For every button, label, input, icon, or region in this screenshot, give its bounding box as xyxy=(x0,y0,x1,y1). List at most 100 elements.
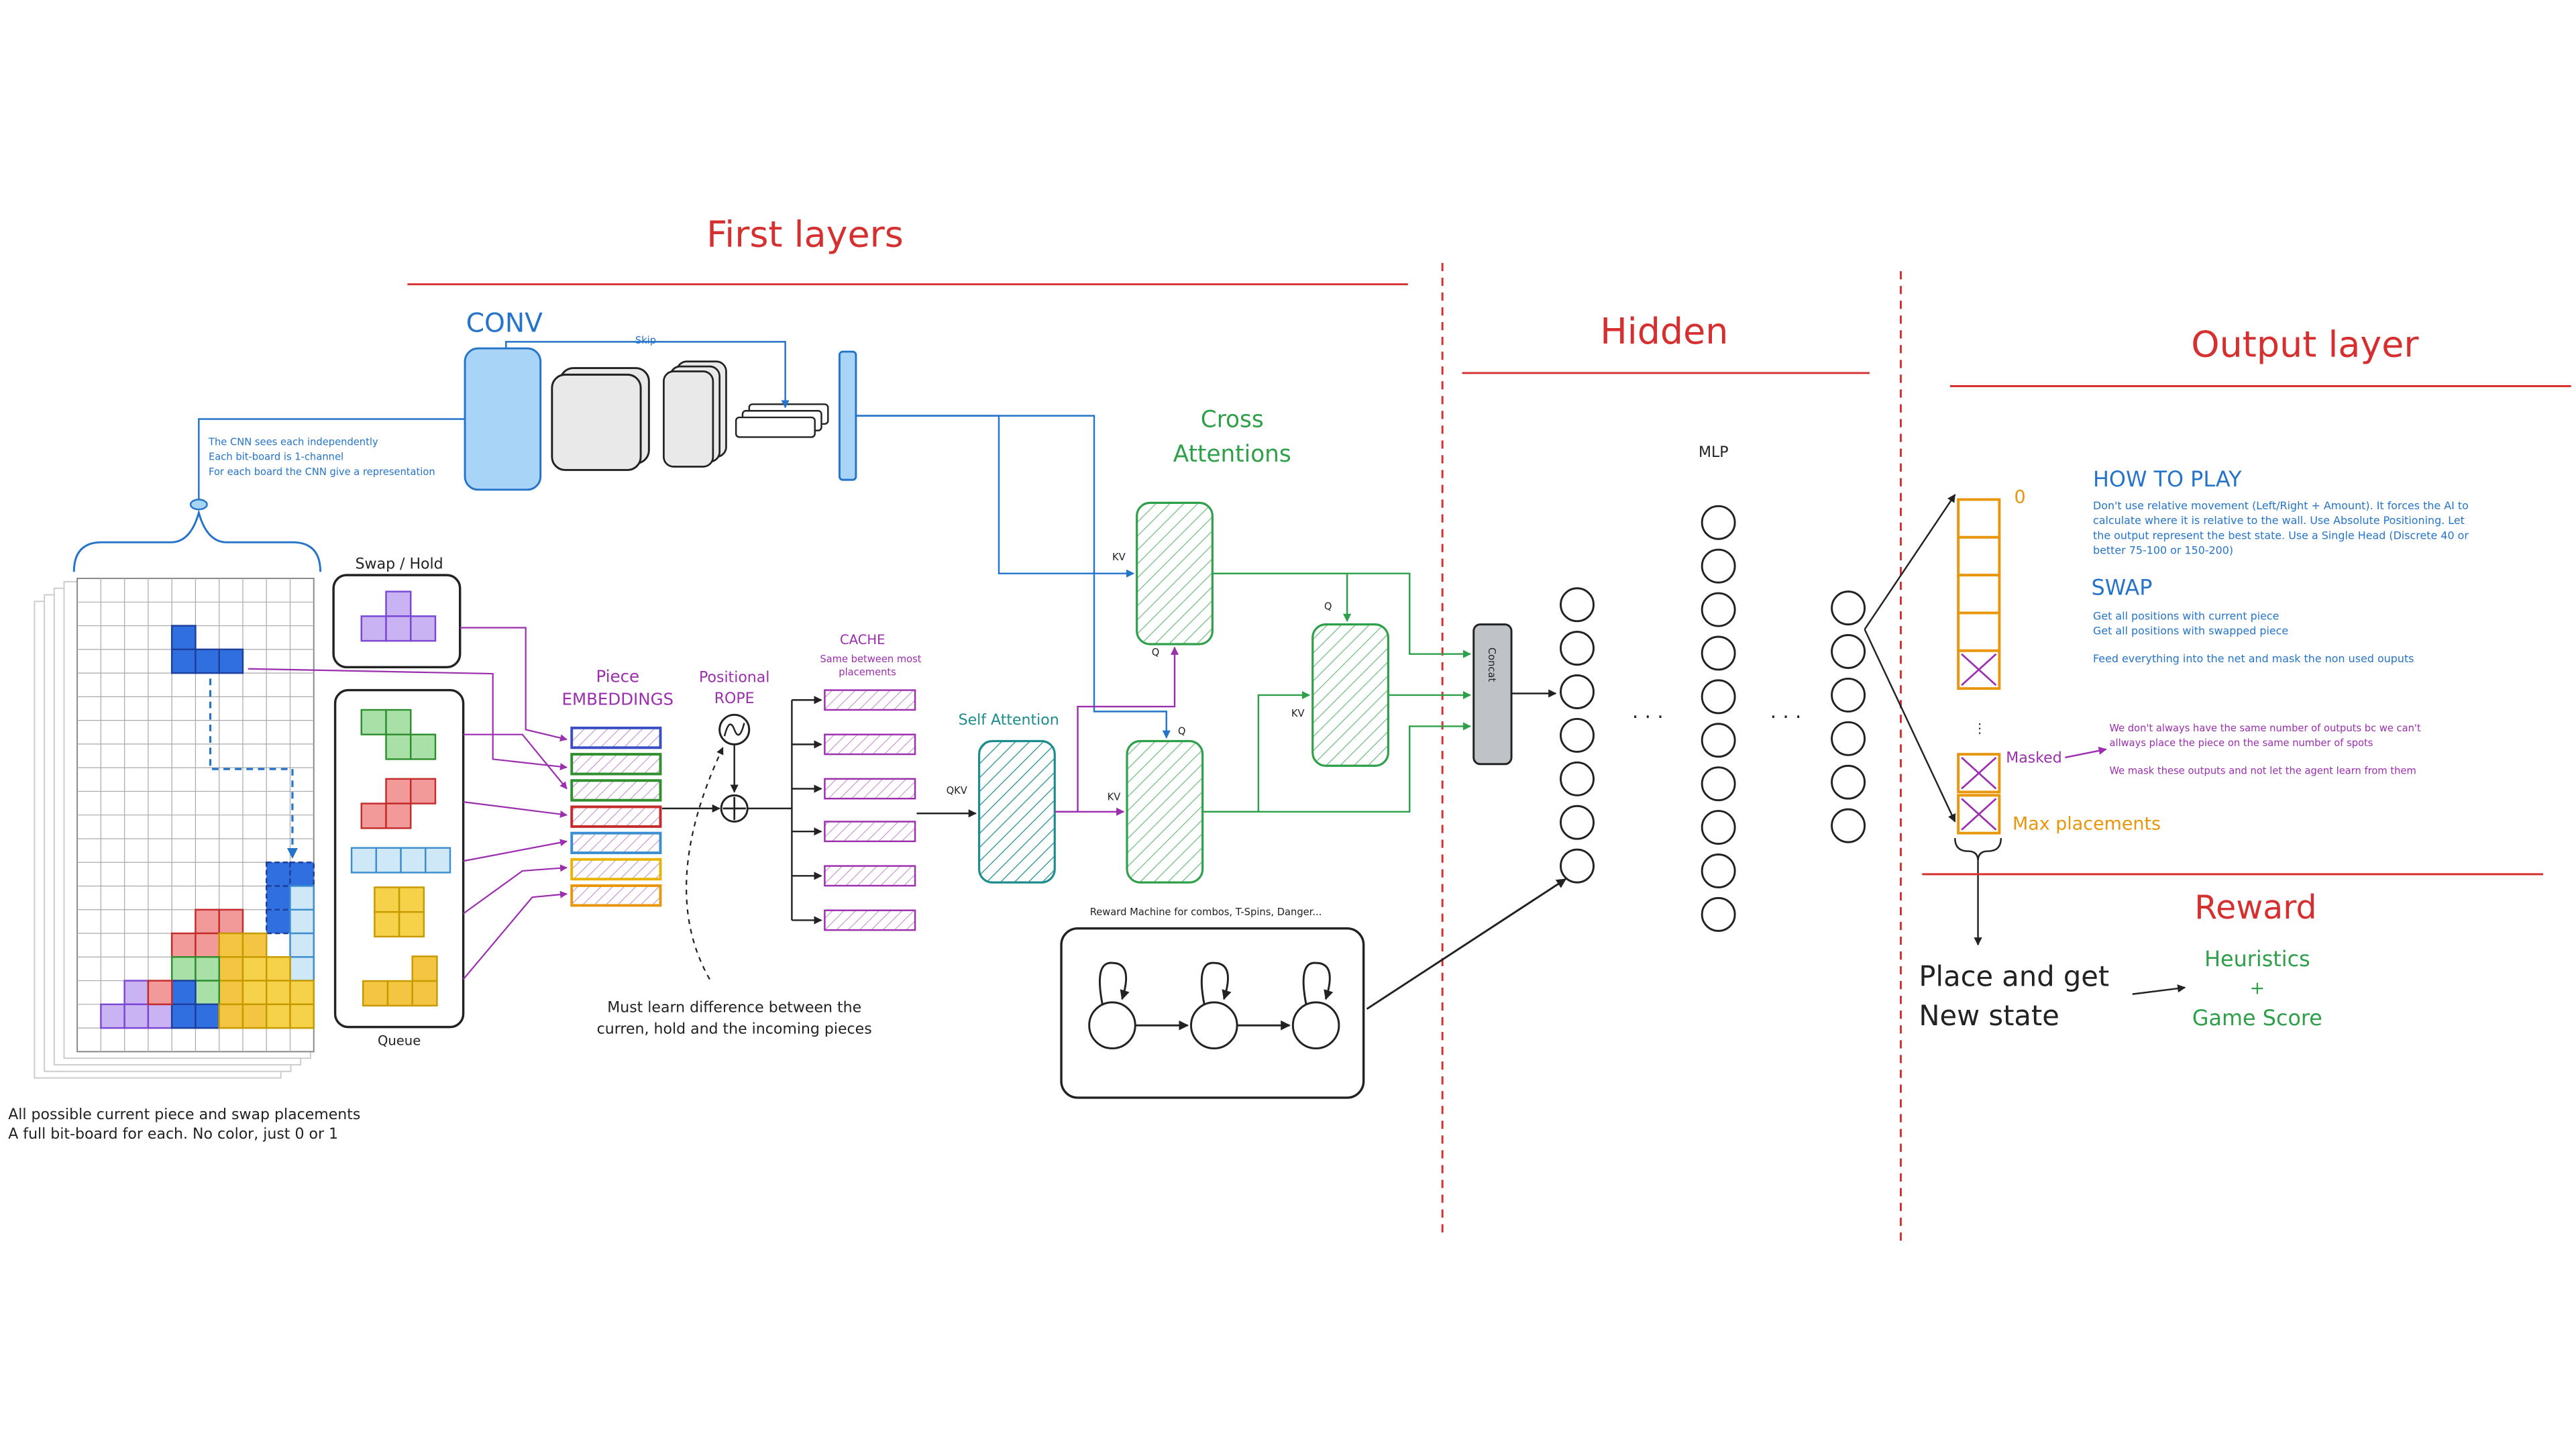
reward-machine-states xyxy=(1088,962,1340,1049)
heuristics-label: Heuristics xyxy=(2204,946,2310,972)
rm-state-1 xyxy=(1088,1001,1136,1049)
cross-attention-3 xyxy=(1311,623,1389,767)
board-cell xyxy=(195,909,220,935)
section-first-layers: First layers xyxy=(706,213,904,255)
embedding-row xyxy=(570,831,662,854)
neuron-layer-1 xyxy=(1560,587,1595,623)
how-to-play-line-3: the output represent the best state. Use… xyxy=(2093,529,2469,541)
queue-piece-cell xyxy=(385,709,412,735)
cross3-q-label: Q xyxy=(1324,601,1332,613)
output-slot xyxy=(1957,498,2001,539)
queue-pieces xyxy=(350,709,451,1007)
plus-label: + xyxy=(2250,978,2265,999)
masked-label: Masked xyxy=(2006,749,2062,766)
board-cell xyxy=(100,1003,125,1029)
connector-hold xyxy=(460,627,568,742)
mask-note-2: allways place the piece on the same numb… xyxy=(2109,737,2373,749)
neuron-layer-1 xyxy=(1560,631,1595,666)
queue-piece-cell xyxy=(386,980,413,1007)
board-cell xyxy=(265,1003,291,1029)
neuron-mlp xyxy=(1701,635,1736,671)
queue-piece-cell xyxy=(410,733,437,760)
neuron-mlp xyxy=(1701,766,1736,802)
board-to-conv-arrow xyxy=(198,418,466,501)
game-score-label: Game Score xyxy=(2192,1005,2322,1031)
cross-attentions-label-1: Cross xyxy=(1201,407,1264,433)
board-cell xyxy=(241,932,268,958)
board-cell xyxy=(289,932,315,958)
masked-arrow xyxy=(2065,746,2107,759)
cross-attention-2 xyxy=(1126,739,1204,884)
board-cell xyxy=(195,648,220,674)
embedding-row xyxy=(570,726,662,749)
section-hidden: Hidden xyxy=(1600,310,1728,352)
rm-state-2 xyxy=(1190,1001,1238,1049)
output-slot xyxy=(1957,611,2001,652)
rm-state-3 xyxy=(1291,1001,1340,1049)
drop-path-arrow xyxy=(209,678,298,859)
cross1-q-label: Q xyxy=(1152,647,1160,658)
board-cell xyxy=(218,1003,244,1029)
neuron-mlp xyxy=(1701,679,1736,715)
how-to-play-line-4: better 75-100 or 150-200) xyxy=(2093,543,2233,556)
connector-queue-4 xyxy=(462,864,568,915)
conv-input-block xyxy=(464,347,542,491)
queue-piece-cell xyxy=(400,847,427,874)
rm-loop-1 xyxy=(1098,962,1130,1004)
queue-piece-cell xyxy=(374,911,400,938)
board-cell xyxy=(218,980,244,1006)
max-placements-label: Max placements xyxy=(2012,814,2161,835)
neuron-mlp xyxy=(1701,896,1736,932)
skip-label: Skip xyxy=(635,335,656,346)
ellipsis-1: . . . xyxy=(1632,700,1664,723)
swap-line-3: Feed everything into the net and mask th… xyxy=(2093,652,2414,665)
cross-attention-1 xyxy=(1136,501,1214,645)
queue-piece-cell xyxy=(411,980,438,1007)
board-cell xyxy=(289,909,315,935)
piece-embeddings-label-2: EMBEDDINGS xyxy=(562,690,674,709)
swap-title: SWAP xyxy=(2092,575,2153,601)
cross1-to-concat xyxy=(1212,572,1472,658)
neuron-layer-1 xyxy=(1560,674,1595,709)
queue-piece-cell xyxy=(360,709,387,735)
queue-piece-cell xyxy=(374,886,400,913)
boards-brace xyxy=(72,509,322,572)
place-new-state-1: Place and get xyxy=(1919,960,2109,992)
board-cell xyxy=(218,932,244,958)
self-attention-block xyxy=(978,739,1056,884)
rm-loop-3 xyxy=(1302,962,1334,1004)
embedding-row xyxy=(570,858,662,881)
board-cell xyxy=(265,861,291,887)
cache-embeddings xyxy=(824,689,916,931)
section-reward: Reward xyxy=(2194,888,2316,927)
mlp-label: MLP xyxy=(1699,444,1729,461)
rope-sine-icon xyxy=(723,723,745,737)
cross2-kv-label: KV xyxy=(1108,792,1121,803)
reward-machine-to-hidden xyxy=(1366,878,1567,1010)
neuron-layer-3 xyxy=(1831,764,1866,800)
cache-fan xyxy=(747,696,822,925)
self-attention-label: Self Attention xyxy=(959,712,1059,729)
conv-block-4 xyxy=(735,416,816,438)
neuron-layer-1 xyxy=(1560,848,1595,884)
board-cell xyxy=(289,861,315,887)
board-cell xyxy=(289,956,315,982)
queue-piece-cell xyxy=(411,955,438,982)
neuron-mlp xyxy=(1701,723,1736,758)
board-cell xyxy=(241,956,268,982)
board-cell xyxy=(265,909,291,935)
queue-piece-cell xyxy=(360,802,387,829)
cross3-kv-label: KV xyxy=(1291,708,1305,719)
neuron-layer-3 xyxy=(1831,808,1866,843)
mask-note-3: We mask these outputs and not let the ag… xyxy=(2109,765,2416,776)
board-cell xyxy=(170,932,197,958)
board-cell xyxy=(147,980,173,1006)
board-cell xyxy=(195,980,220,1006)
board-cell xyxy=(123,1003,150,1029)
embedding-connectors xyxy=(248,627,568,980)
connector-queue-5 xyxy=(462,890,568,980)
cache-note-2: placements xyxy=(839,667,896,678)
connector-queue-3 xyxy=(463,839,568,862)
positional-rope-label-1: Positional xyxy=(699,669,769,686)
ellipsis-2: . . . xyxy=(1770,700,1802,723)
